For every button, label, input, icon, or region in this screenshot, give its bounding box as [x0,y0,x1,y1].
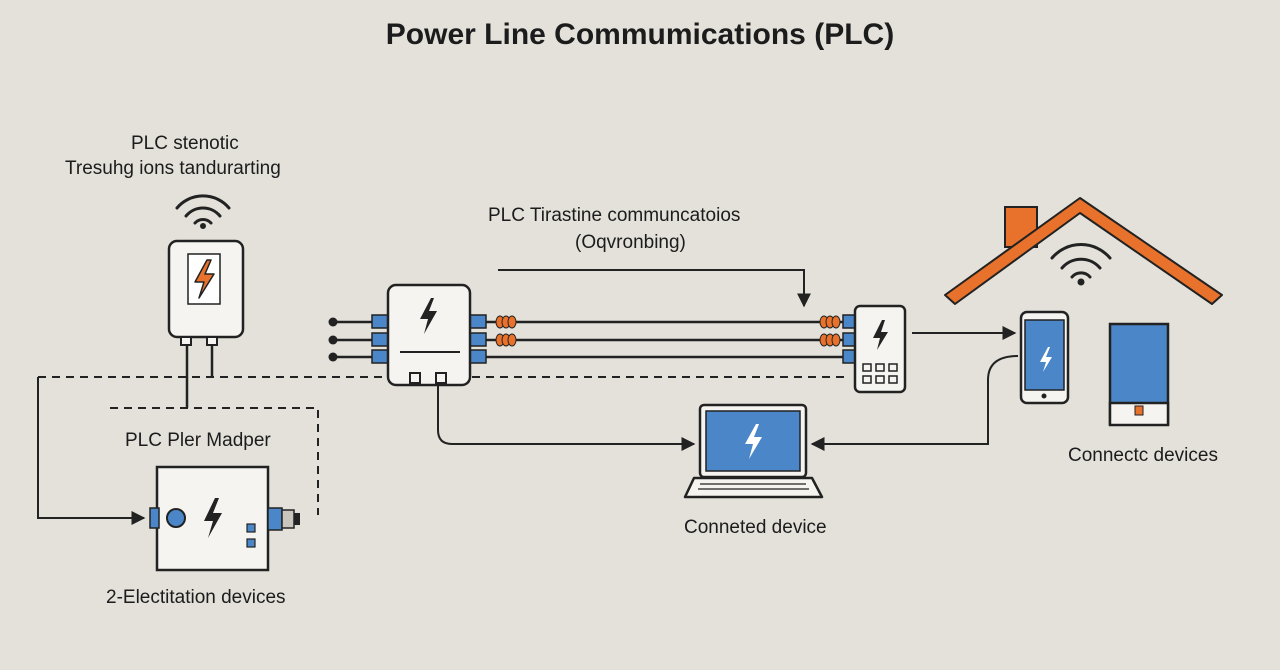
lightning-bolt-icon [204,498,222,538]
lightning-bolt-icon [745,424,762,459]
laptop-icon [683,403,824,499]
plc-central-hub [386,283,472,387]
lightning-bolt-icon [420,298,437,334]
label-adapter: PLC Pler Madper [125,430,271,451]
smartphone-icon [1019,310,1070,405]
plc-receiver-unit [853,304,907,394]
lightning-bolt-icon [194,259,215,299]
label-tandurarting: Tresuhg ions tandurarting [65,158,281,179]
line-terminals [328,317,338,362]
phone-to-laptop-arrow [810,355,1019,451]
label-connected-devices: Connectc devices [1068,445,1218,466]
hub-to-laptop-arrow [437,385,696,451]
page-title: Power Line Commumications (PLC) [385,18,895,51]
plc-adapter-box [149,465,300,572]
lightning-bolt-icon [873,320,888,350]
house-icon [944,197,1223,305]
signal-couplers [495,315,841,347]
plc-wall-unit [167,194,245,408]
tablet-icon [1108,322,1170,427]
adapter-input-arrow [37,377,146,525]
lightning-bolt-icon [1040,347,1052,372]
label-oqvronbing: (Oqvronbing) [575,232,686,253]
label-plc-transmission: PLC Tirastine communcatoios [488,205,741,226]
signal-arrow [498,269,811,308]
label-plc-stenotic: PLC stenotic [131,133,239,154]
wifi-icon [175,194,231,229]
power-lines [335,320,845,359]
label-connected-device: Conneted device [684,517,827,538]
wifi-icon [1050,243,1112,286]
label-electrical-devices: 2-Electitation devices [106,587,286,608]
